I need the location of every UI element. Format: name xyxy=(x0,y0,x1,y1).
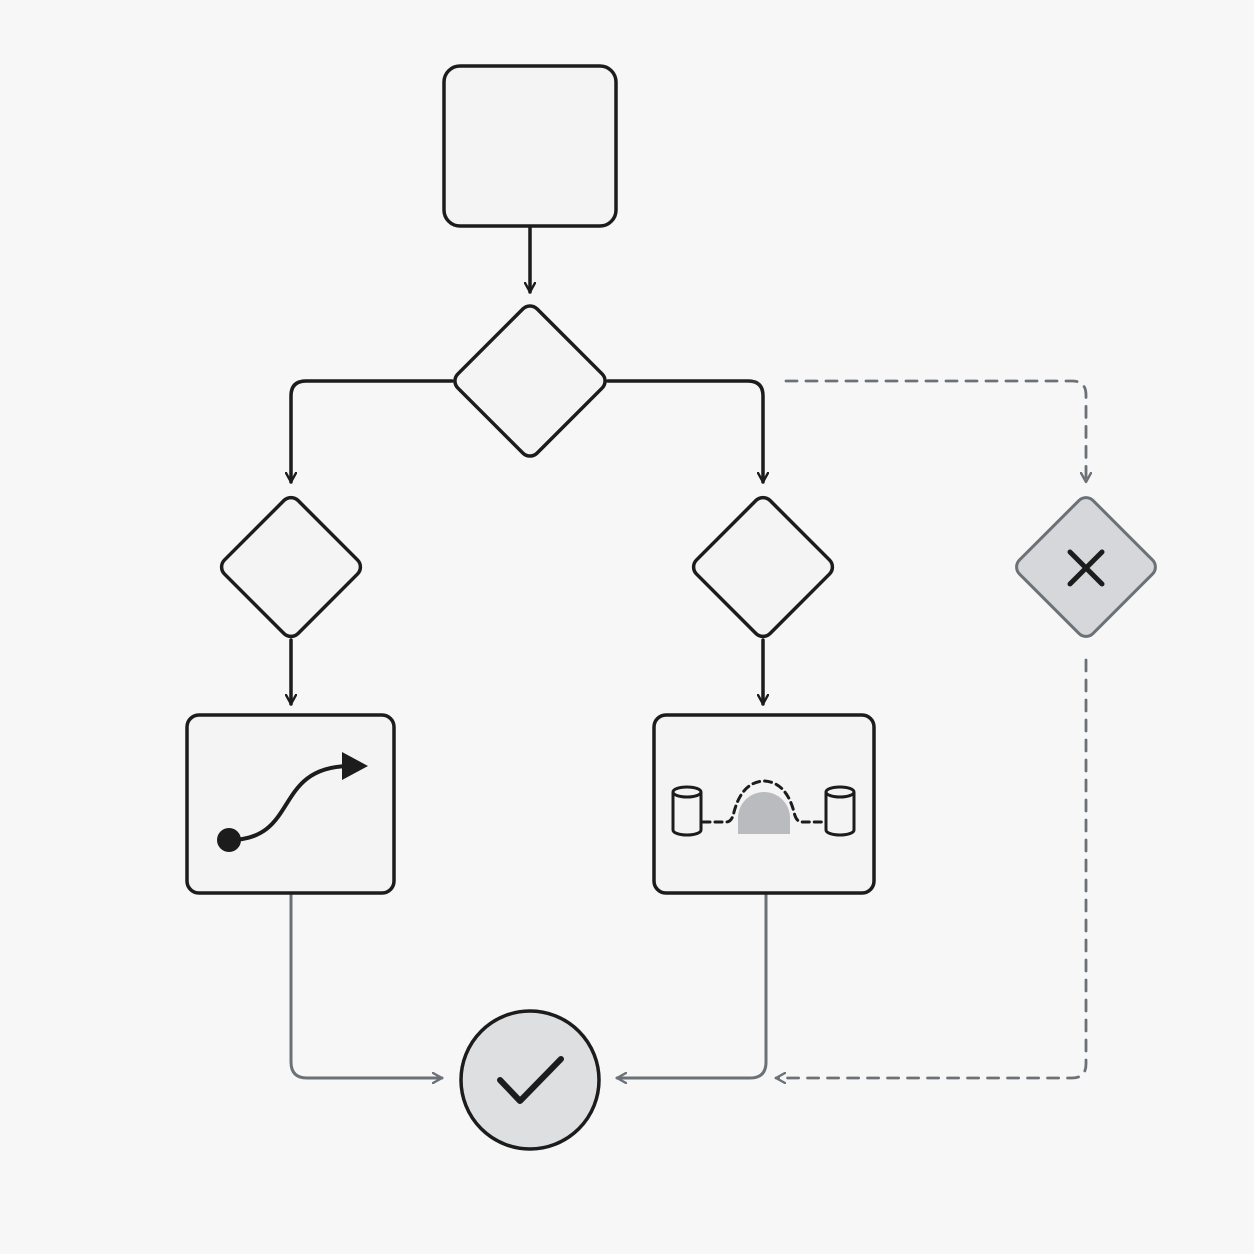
decision-left-node[interactable] xyxy=(217,493,364,640)
edge-error-to-end xyxy=(774,658,1088,1078)
dome-icon xyxy=(738,792,790,834)
decision-right-node[interactable] xyxy=(689,493,836,640)
edge-process-left-to-end xyxy=(289,893,444,1078)
edge-decision-main-to-decision-left xyxy=(291,379,454,484)
decision-main-node[interactable] xyxy=(451,302,609,460)
edge-decision-main-to-decision-right xyxy=(606,379,763,484)
close-x-icon xyxy=(1067,549,1105,587)
checkmark-icon xyxy=(497,1056,564,1104)
error-node[interactable] xyxy=(1012,493,1159,640)
edge-process-right-to-end xyxy=(615,893,768,1078)
database-transfer-icon xyxy=(671,779,856,837)
edges xyxy=(289,224,1088,1078)
process-right-node[interactable] xyxy=(652,713,876,895)
end-node[interactable] xyxy=(459,1009,601,1151)
start-node[interactable] xyxy=(442,64,618,228)
database-right-icon xyxy=(824,785,856,837)
curved-path-arrow-icon xyxy=(217,752,368,852)
edge-decision-main-to-error xyxy=(784,379,1086,484)
database-left-icon xyxy=(671,785,703,837)
process-left-node[interactable] xyxy=(185,713,396,895)
